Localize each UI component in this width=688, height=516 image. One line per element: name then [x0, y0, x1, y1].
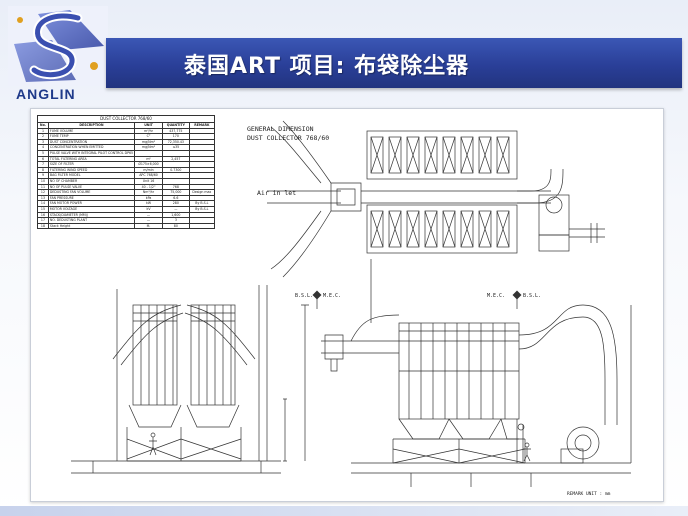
spec-table-cell: M.: [134, 222, 163, 230]
spec-table-header: No. DESCRIPTION UNIT QUANTITY REMARK: [37, 122, 216, 129]
outlet-elbow: [517, 168, 564, 204]
logo-text: ANGLIN: [16, 86, 76, 102]
left-hoppers: [128, 404, 240, 428]
upper-duct: [270, 120, 332, 184]
left-elevation-tower-2: [190, 304, 236, 406]
inlet-duct: [267, 190, 341, 204]
engineering-drawing: DUST COLLECTOR 768/60 No. DESCRIPTION UN…: [30, 108, 664, 502]
spec-table-title: DUST COLLECTOR 768/60: [37, 115, 215, 122]
spec-table-cell: Stack Height: [47, 222, 136, 230]
general-dimension-subtitle: DUST COLLECTOR 768/60: [247, 134, 329, 142]
drawing-svg: GENERAL DIMENSION DUST COLLECTOR 768/60 …: [71, 120, 632, 497]
filter-bags-upper: [370, 136, 510, 174]
spec-table: DUST COLLECTOR 768/60 No. DESCRIPTION UN…: [37, 115, 216, 230]
general-dimension-title: GENERAL DIMENSION: [247, 125, 314, 133]
title-bar: [106, 38, 682, 88]
filter-housing-upper: [366, 130, 518, 180]
inlet-manifold: [330, 182, 362, 212]
lower-duct: [270, 210, 332, 278]
anglin-logo: [8, 6, 108, 86]
header-description: DESCRIPTION: [47, 122, 136, 129]
left-crossover-duct: [112, 304, 184, 366]
air-inlet-label: Air in let: [257, 189, 296, 197]
header-unit: UNIT: [134, 122, 163, 129]
left-elevation-tower-1: [132, 304, 178, 406]
slide-title: 泰国ART 项目: 布袋除尘器: [184, 54, 470, 79]
bsl-label-left: B.S.L.: [295, 293, 313, 299]
spec-table-cell: [188, 222, 216, 230]
fan-motor: [560, 448, 584, 464]
right-inlet-duct: [321, 340, 399, 354]
outlet-arch-duct: [518, 304, 618, 425]
bsl-label-right: B.S.L.: [523, 293, 541, 299]
filter-housing-lower: [366, 204, 518, 254]
filter-bags-lower: [370, 210, 510, 248]
bottom-accent-bar: [0, 506, 688, 516]
mec-label-left: M.E.C.: [323, 293, 341, 299]
mec-label-right: M.E.C.: [487, 293, 505, 299]
header-remark: REMARK: [188, 122, 216, 129]
remark-unit-label: REMARK UNIT : mm: [567, 491, 611, 497]
